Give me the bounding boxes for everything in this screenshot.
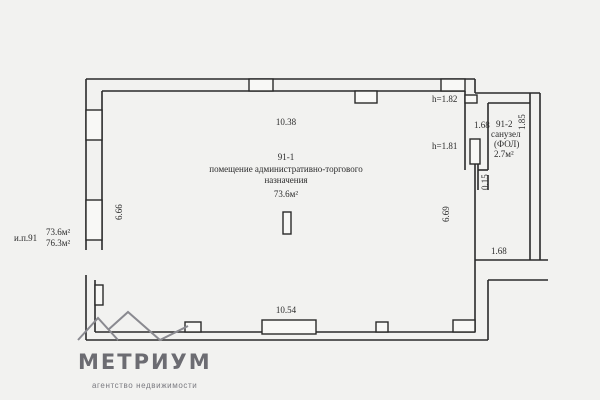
- column: [282, 211, 292, 235]
- totals-area-full: 76.3м²: [46, 238, 71, 248]
- totals-area: 73.6м²: [46, 227, 71, 237]
- dimension-wc-width: 1.68: [474, 120, 490, 130]
- room-wc-name: санузел: [491, 129, 521, 139]
- room-wc-number: 91-2: [496, 119, 513, 129]
- window-bottom: [261, 319, 317, 335]
- room-main-area: 73.6м²: [273, 189, 299, 199]
- totals-label: и.п.91: [14, 233, 38, 243]
- room-main-number: 91-1: [277, 152, 295, 162]
- room-main-purpose-2: назначения: [264, 175, 308, 185]
- room-wc-finish: (ФОЛ): [494, 139, 520, 149]
- dimension-right: 6.69: [441, 206, 451, 222]
- window-top-2: [440, 78, 466, 92]
- dimension-small: 0.15: [480, 174, 490, 190]
- height-2: h=1.81: [432, 141, 458, 151]
- wc-niche: [464, 94, 478, 104]
- dimension-bottom: 10.54: [275, 305, 297, 315]
- corner-block: [452, 319, 476, 333]
- wc-door: [469, 138, 481, 165]
- dimension-top: 10.38: [275, 117, 297, 127]
- dimension-wc-right: 1.85: [517, 114, 527, 130]
- logo-mark: [77, 310, 189, 342]
- logo-title: МЕТРИУМ: [78, 350, 212, 374]
- height-1: h=1.82: [432, 94, 458, 104]
- pillar-bottom-2: [375, 321, 389, 333]
- niche: [354, 90, 378, 104]
- dimension-step: 1.68: [491, 246, 507, 256]
- window-left-2: [85, 199, 103, 241]
- openings: [85, 78, 481, 335]
- logo-subtitle: агентство недвижимости: [92, 381, 198, 390]
- walls: [85, 78, 548, 341]
- room-main-purpose-1: помещение административно-торгового: [209, 164, 363, 174]
- room-wc-area: 2.7м²: [494, 149, 514, 159]
- window-top-1: [248, 78, 274, 92]
- window-left-1: [85, 109, 103, 141]
- dimension-left: 6.66: [114, 204, 124, 220]
- door-left: [94, 284, 104, 306]
